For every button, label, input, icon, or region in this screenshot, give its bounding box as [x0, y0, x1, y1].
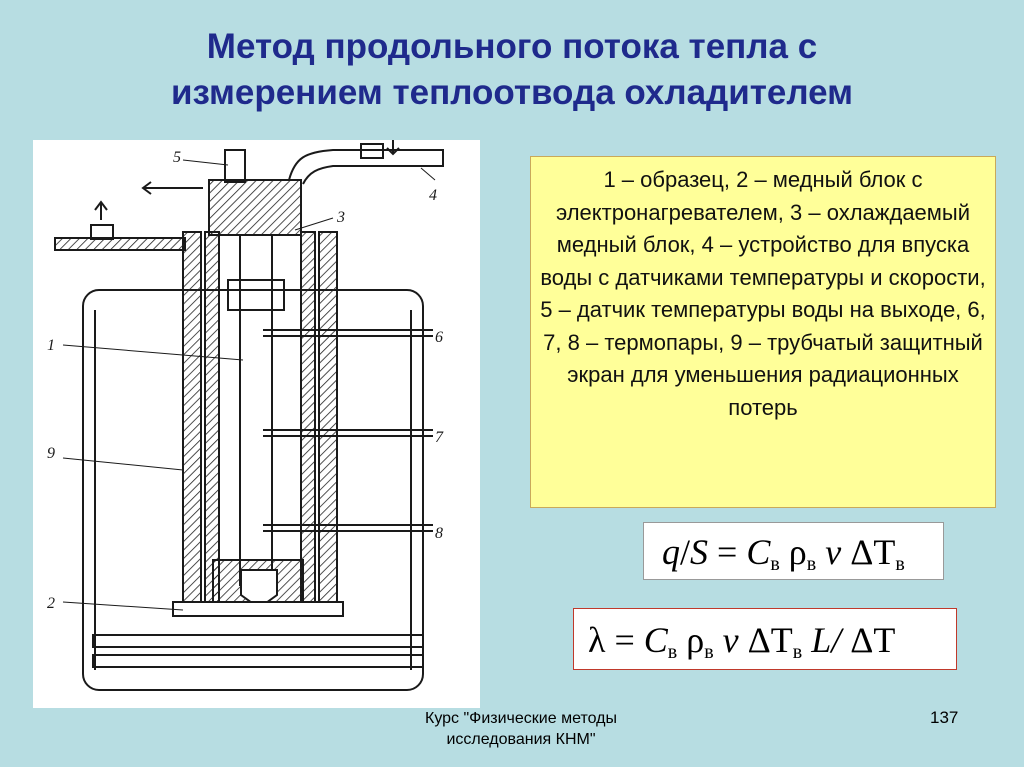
footer-line-2: исследования КНМ" — [446, 731, 596, 748]
diagram-label-1: 1 — [47, 337, 55, 354]
formula2-sub: в — [667, 641, 678, 663]
formula1-sub3: в — [895, 553, 905, 575]
diagram-label-3: 3 — [336, 209, 345, 226]
diagram-label-8: 8 — [435, 525, 443, 542]
shield-left — [182, 231, 202, 613]
sample-rod — [239, 234, 273, 586]
formula1-v: v — [816, 532, 851, 572]
diagram-label-6: 6 — [435, 329, 443, 346]
slide-title: Метод продольного потока тепла с измерен… — [0, 24, 1024, 116]
formula1-sub: в — [770, 553, 780, 575]
formula2-delta: ΔT — [747, 620, 793, 660]
formula1-C: C — [746, 532, 771, 572]
formula1-delta: ΔT — [850, 532, 896, 572]
cooled-block — [208, 179, 302, 236]
formula2-eq: = — [605, 620, 644, 660]
outer-vessel — [82, 289, 424, 691]
formula2-sub3: в — [792, 641, 803, 663]
page-number: 137 — [930, 708, 959, 727]
course-footer: Курс "Физические методы исследования КНМ… — [376, 708, 666, 750]
formula1-slash: / — [680, 532, 691, 572]
apparatus-drawing: 1 2 3 4 5 6 7 8 9 — [47, 140, 444, 691]
diagram-label-2: 2 — [47, 595, 55, 612]
legend-box: 1 – образец, 2 – медный блок с электрона… — [530, 156, 996, 508]
formula2-L: L/ — [802, 620, 851, 660]
formula2-v: v — [713, 620, 748, 660]
footer-line-1: Курс "Физические методы — [425, 710, 617, 727]
formula2-rho: ρ — [677, 620, 705, 660]
formula1-q: q — [662, 532, 680, 572]
diagram-label-7: 7 — [435, 429, 444, 446]
title-line-1: Метод продольного потока тепла с — [206, 27, 818, 66]
formula-heat-flux: q/S = Cв ρв v ΔTв — [643, 522, 944, 580]
diagram-label-4: 4 — [429, 187, 437, 204]
title-line-2: измерением теплоотвода охладителем — [170, 73, 854, 112]
diagram-label-9: 9 — [47, 445, 55, 462]
formula1-S: S — [690, 532, 709, 572]
formula-conductivity: λ = Cв ρв v ΔTв L/ ΔT — [573, 608, 957, 670]
formula1-rho: ρ — [779, 532, 807, 572]
formula2-lambda: λ — [588, 620, 606, 660]
diagram-label-5: 5 — [173, 149, 181, 166]
apparatus-diagram: 1 2 3 4 5 6 7 8 9 — [33, 140, 480, 708]
formula2-sub2: в — [704, 641, 714, 663]
formula1-eq: = — [708, 532, 747, 572]
formula1-sub2: в — [806, 553, 817, 575]
formula2-dT: ΔT — [850, 620, 896, 660]
formula2-C: C — [643, 620, 668, 660]
inner-tube-right — [300, 231, 316, 613]
shield-right — [318, 231, 338, 613]
inner-tube-left — [204, 231, 220, 613]
